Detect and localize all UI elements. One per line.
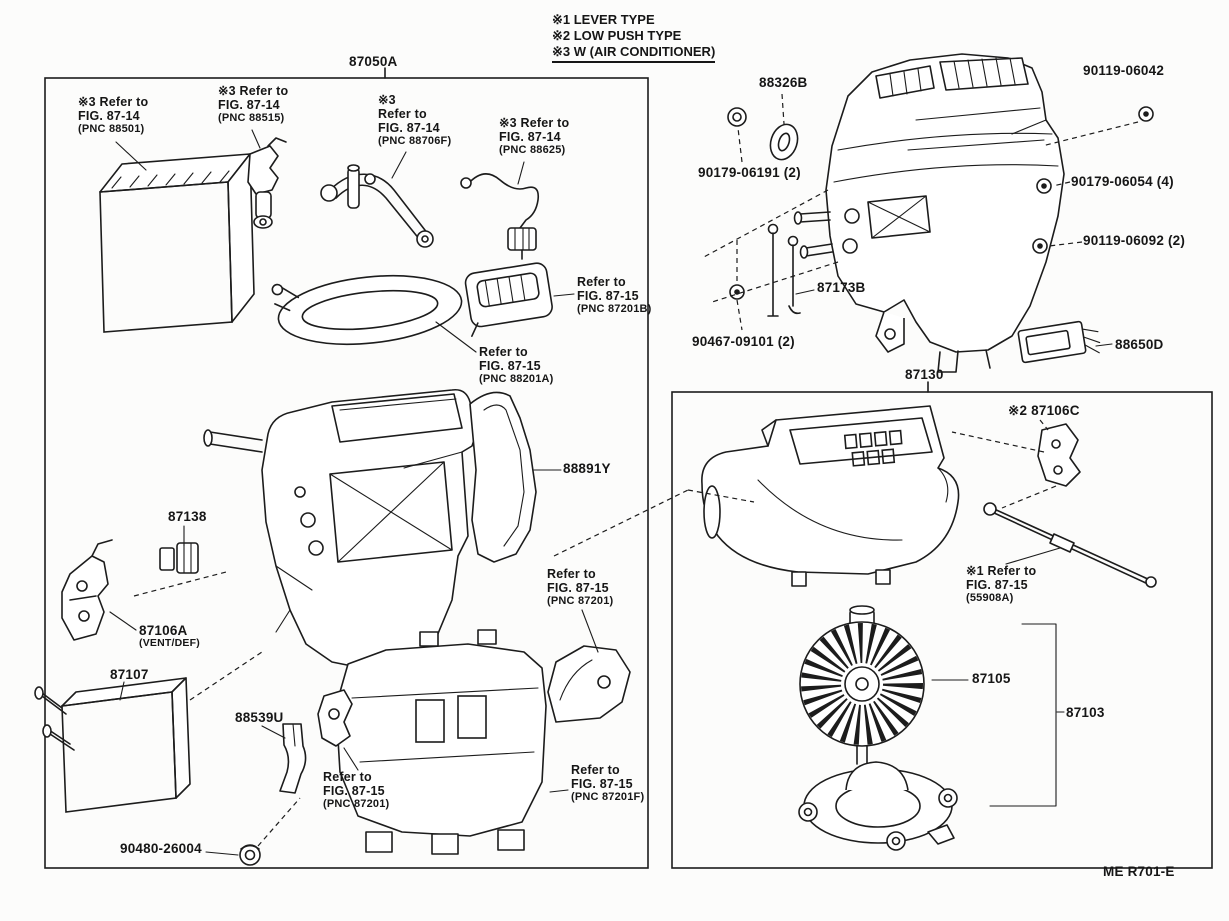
- wire-harness-drawing: [460, 173, 540, 260]
- bracket-87106C-drawing: [1037, 423, 1081, 487]
- bolt-icon: [1036, 178, 1052, 194]
- bracket-87201-drawing: [547, 645, 631, 723]
- ref-line: (PNC 88501): [78, 123, 145, 135]
- control-cable-drawing: [983, 502, 1157, 588]
- ref-label-88201A: Refer to FIG. 87-15 (PNC 88201A): [479, 345, 554, 385]
- ref-line: (PNC 88515): [218, 112, 285, 124]
- ref-line: Refer to: [378, 107, 427, 121]
- ref-label-88515: ※3 Refer to FIG. 87-14 (PNC 88515): [218, 84, 288, 124]
- legend-item-lever-type: ※1 LEVER TYPE: [552, 12, 655, 27]
- ref-line: ※3 Refer to: [499, 116, 570, 130]
- ref-line: FIG. 87-15: [547, 581, 609, 595]
- part-label-90119-06042: 90119-06042: [1083, 63, 1165, 78]
- leader-lines: [109, 93, 1139, 856]
- part-label-87106C: ※2 87106C: [1008, 403, 1080, 418]
- ref-line: Refer to: [479, 345, 528, 359]
- ref-line: FIG. 87-14: [499, 130, 561, 144]
- ref-line: Refer to: [547, 567, 596, 581]
- part-label-87106A: 87106A (VENT/DEF): [139, 623, 200, 650]
- ref-line: FIG. 87-15: [479, 359, 541, 373]
- ref-line: ※1 Refer to: [966, 564, 1037, 578]
- ref-line: (PNC 87201): [547, 595, 614, 607]
- part-label-87107: 87107: [110, 667, 149, 682]
- clamp-87138-drawing: [159, 542, 199, 574]
- grommet-88326B-drawing: [727, 107, 799, 161]
- clamp-lower-drawing: [317, 689, 353, 747]
- part-label-90119-06092: 90119-06092 (2): [1083, 233, 1186, 248]
- bolt-icon: [1032, 238, 1048, 254]
- part-label-88650D: 88650D: [1115, 337, 1164, 352]
- blower-motor-drawing: [798, 745, 958, 851]
- legend-item-with-air-conditioner: ※3 W (AIR CONDITIONER): [552, 44, 716, 63]
- ref-line: FIG. 87-14: [378, 121, 440, 135]
- ref-line: ※3 Refer to: [218, 84, 289, 98]
- heater-core-drawing: [34, 677, 191, 813]
- ref-line: (PNC 88201A): [479, 373, 554, 385]
- ref-line: Refer to: [571, 763, 620, 777]
- ref-label-88706F: ※3 Refer to FIG. 87-14 (PNC 88706F): [378, 93, 451, 147]
- part-label-87173B: 87173B: [817, 280, 866, 295]
- frame-boxes: [44, 67, 1213, 869]
- ac-unit-drawing: [793, 53, 1065, 373]
- ref-line: FIG. 87-15: [323, 784, 385, 798]
- part-line: 87106A: [139, 623, 188, 638]
- part-label-87103: 87103: [1066, 705, 1105, 720]
- bracket-87106A-drawing: [61, 539, 113, 641]
- ref-label-87201F: Refer to FIG. 87-15 (PNC 87201F): [571, 763, 644, 803]
- cover-plate-drawing: [469, 391, 537, 563]
- assembly-label-87050A: 87050A: [349, 54, 398, 69]
- ref-line: (PNC 88625): [499, 144, 566, 156]
- ref-line: Refer to: [323, 770, 372, 784]
- part-label-90480-26004: 90480-26004: [120, 841, 202, 856]
- part-label-87105: 87105: [972, 671, 1011, 686]
- ref-label-88501: ※3 Refer to FIG. 87-14 (PNC 88501): [78, 95, 148, 135]
- ref-line: (PNC 87201B): [577, 303, 652, 315]
- grommet-drawing: [239, 844, 261, 866]
- part-label-87138: 87138: [168, 509, 207, 524]
- ref-line: FIG. 87-14: [78, 109, 140, 123]
- evaporator-core-drawing: [99, 153, 255, 333]
- ref-label-87201B: Refer to FIG. 87-15 (PNC 87201B): [577, 275, 652, 315]
- ref-label-88625: ※3 Refer to FIG. 87-14 (PNC 88625): [499, 116, 569, 156]
- ref-line: Refer to: [577, 275, 626, 289]
- amplifier-88650D-drawing: [1017, 320, 1101, 364]
- ref-label-87201-bottom: Refer to FIG. 87-15 (PNC 87201): [323, 770, 389, 810]
- part-label-90179-06191: 90179-06191 (2): [698, 165, 801, 180]
- legend-item-low-push-type: ※2 LOW PUSH TYPE: [552, 28, 682, 43]
- part-label-88891Y: 88891Y: [563, 461, 611, 476]
- defroster-duct-drawing: [464, 262, 553, 337]
- ref-line: ※3: [378, 93, 396, 107]
- part-label-90467-09101: 90467-09101 (2): [692, 334, 795, 349]
- ref-label-87201-mid: Refer to FIG. 87-15 (PNC 87201): [547, 567, 613, 607]
- expansion-valve-drawing: [247, 137, 287, 229]
- blower-housing-drawing: [701, 405, 960, 587]
- legend: ※1 LEVER TYPE ※2 LOW PUSH TYPE ※3 W (AIR…: [552, 12, 716, 63]
- part-label-88539U: 88539U: [235, 710, 284, 725]
- blower-fan-drawing: [799, 605, 925, 747]
- bolt-icon: [1138, 106, 1154, 122]
- ref-line: FIG. 87-15: [966, 578, 1028, 592]
- ref-line: (PNC 87201): [323, 798, 390, 810]
- assembly-label-87130: 87130: [905, 367, 944, 382]
- ref-line: FIG. 87-15: [571, 777, 633, 791]
- ref-label-55908A: ※1 Refer to FIG. 87-15 (55908A): [966, 564, 1036, 604]
- part-label-90179-06054: 90179-06054 (4): [1071, 174, 1174, 189]
- heater-unit-drawing: [203, 388, 479, 671]
- ref-line: (55908A): [966, 592, 1014, 604]
- ref-line: (PNC 88706F): [378, 135, 452, 147]
- packing-plate-drawing: [271, 275, 463, 345]
- ref-line: FIG. 87-15: [577, 289, 639, 303]
- figure-code: ME R701-E: [1103, 864, 1175, 879]
- rod-87173B-drawing: [767, 223, 801, 317]
- ref-line: ※3 Refer to: [78, 95, 149, 109]
- part-label-88326B: 88326B: [759, 75, 808, 90]
- suction-pipe-drawing: [320, 164, 434, 248]
- drain-hose-drawing: [279, 723, 307, 794]
- lower-case-drawing: [335, 629, 547, 855]
- ref-line: FIG. 87-14: [218, 98, 280, 112]
- ref-line: (PNC 87201F): [571, 791, 645, 803]
- part-line: (VENT/DEF): [139, 637, 200, 650]
